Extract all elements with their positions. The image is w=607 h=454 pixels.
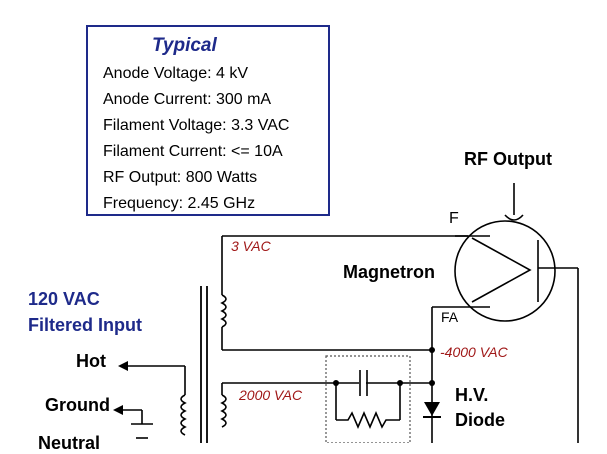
- neutral-label: Neutral: [38, 433, 101, 453]
- f-label: F: [449, 210, 459, 227]
- spec-anode-current: Anode Current: 300 mA: [103, 91, 272, 108]
- node-4000: [429, 347, 435, 353]
- node-hv: [429, 380, 435, 386]
- magnetron-circle: [454, 220, 556, 322]
- spec-filament-voltage: Filament Voltage: 3.3 VAC: [103, 117, 290, 134]
- bleeder-box: [325, 355, 411, 443]
- ground-label: Ground: [45, 395, 110, 415]
- ground-arrow: [113, 405, 123, 415]
- spec-anode-voltage: Anode Voltage: 4 kV: [103, 65, 248, 82]
- hv-label-line1: H.V.: [455, 385, 489, 405]
- primary-winding: [180, 394, 187, 436]
- hv-diode-triangle: [424, 402, 440, 416]
- spec-filament-current: Filament Current: <= 10A: [103, 143, 283, 160]
- spec-frequency: Frequency: 2.45 GHz: [103, 195, 256, 212]
- neg4000-label: -4000 VAC: [440, 344, 508, 360]
- hot-label: Hot: [76, 351, 106, 371]
- rf-output-label: RF Output: [464, 149, 552, 169]
- input-label-line2: Filtered Input: [28, 315, 142, 335]
- circuit-diagram: [113, 183, 579, 443]
- hv-label-line2: Diode: [455, 410, 506, 430]
- vac2000-label: 2000 VAC: [239, 387, 303, 403]
- filament-winding: [220, 294, 227, 328]
- spec-title: Typical: [152, 35, 217, 56]
- hv-winding: [220, 394, 227, 428]
- hot-arrow: [118, 361, 128, 371]
- magnetron-cathode: [471, 237, 532, 303]
- fa-label: FA: [441, 309, 459, 325]
- resistor-zigzag: [336, 410, 400, 430]
- rf-antenna-loop: [504, 214, 524, 221]
- spec-box: Typical Anode Voltage: 4 kV Anode Curren…: [86, 25, 330, 216]
- spec-rf-output: RF Output: 800 Watts: [103, 169, 258, 186]
- input-label-line1: 120 VAC: [28, 289, 100, 309]
- capacitor-gap: [361, 380, 366, 386]
- magnetron-label: Magnetron: [343, 262, 435, 282]
- vac3-label: 3 VAC: [231, 238, 271, 254]
